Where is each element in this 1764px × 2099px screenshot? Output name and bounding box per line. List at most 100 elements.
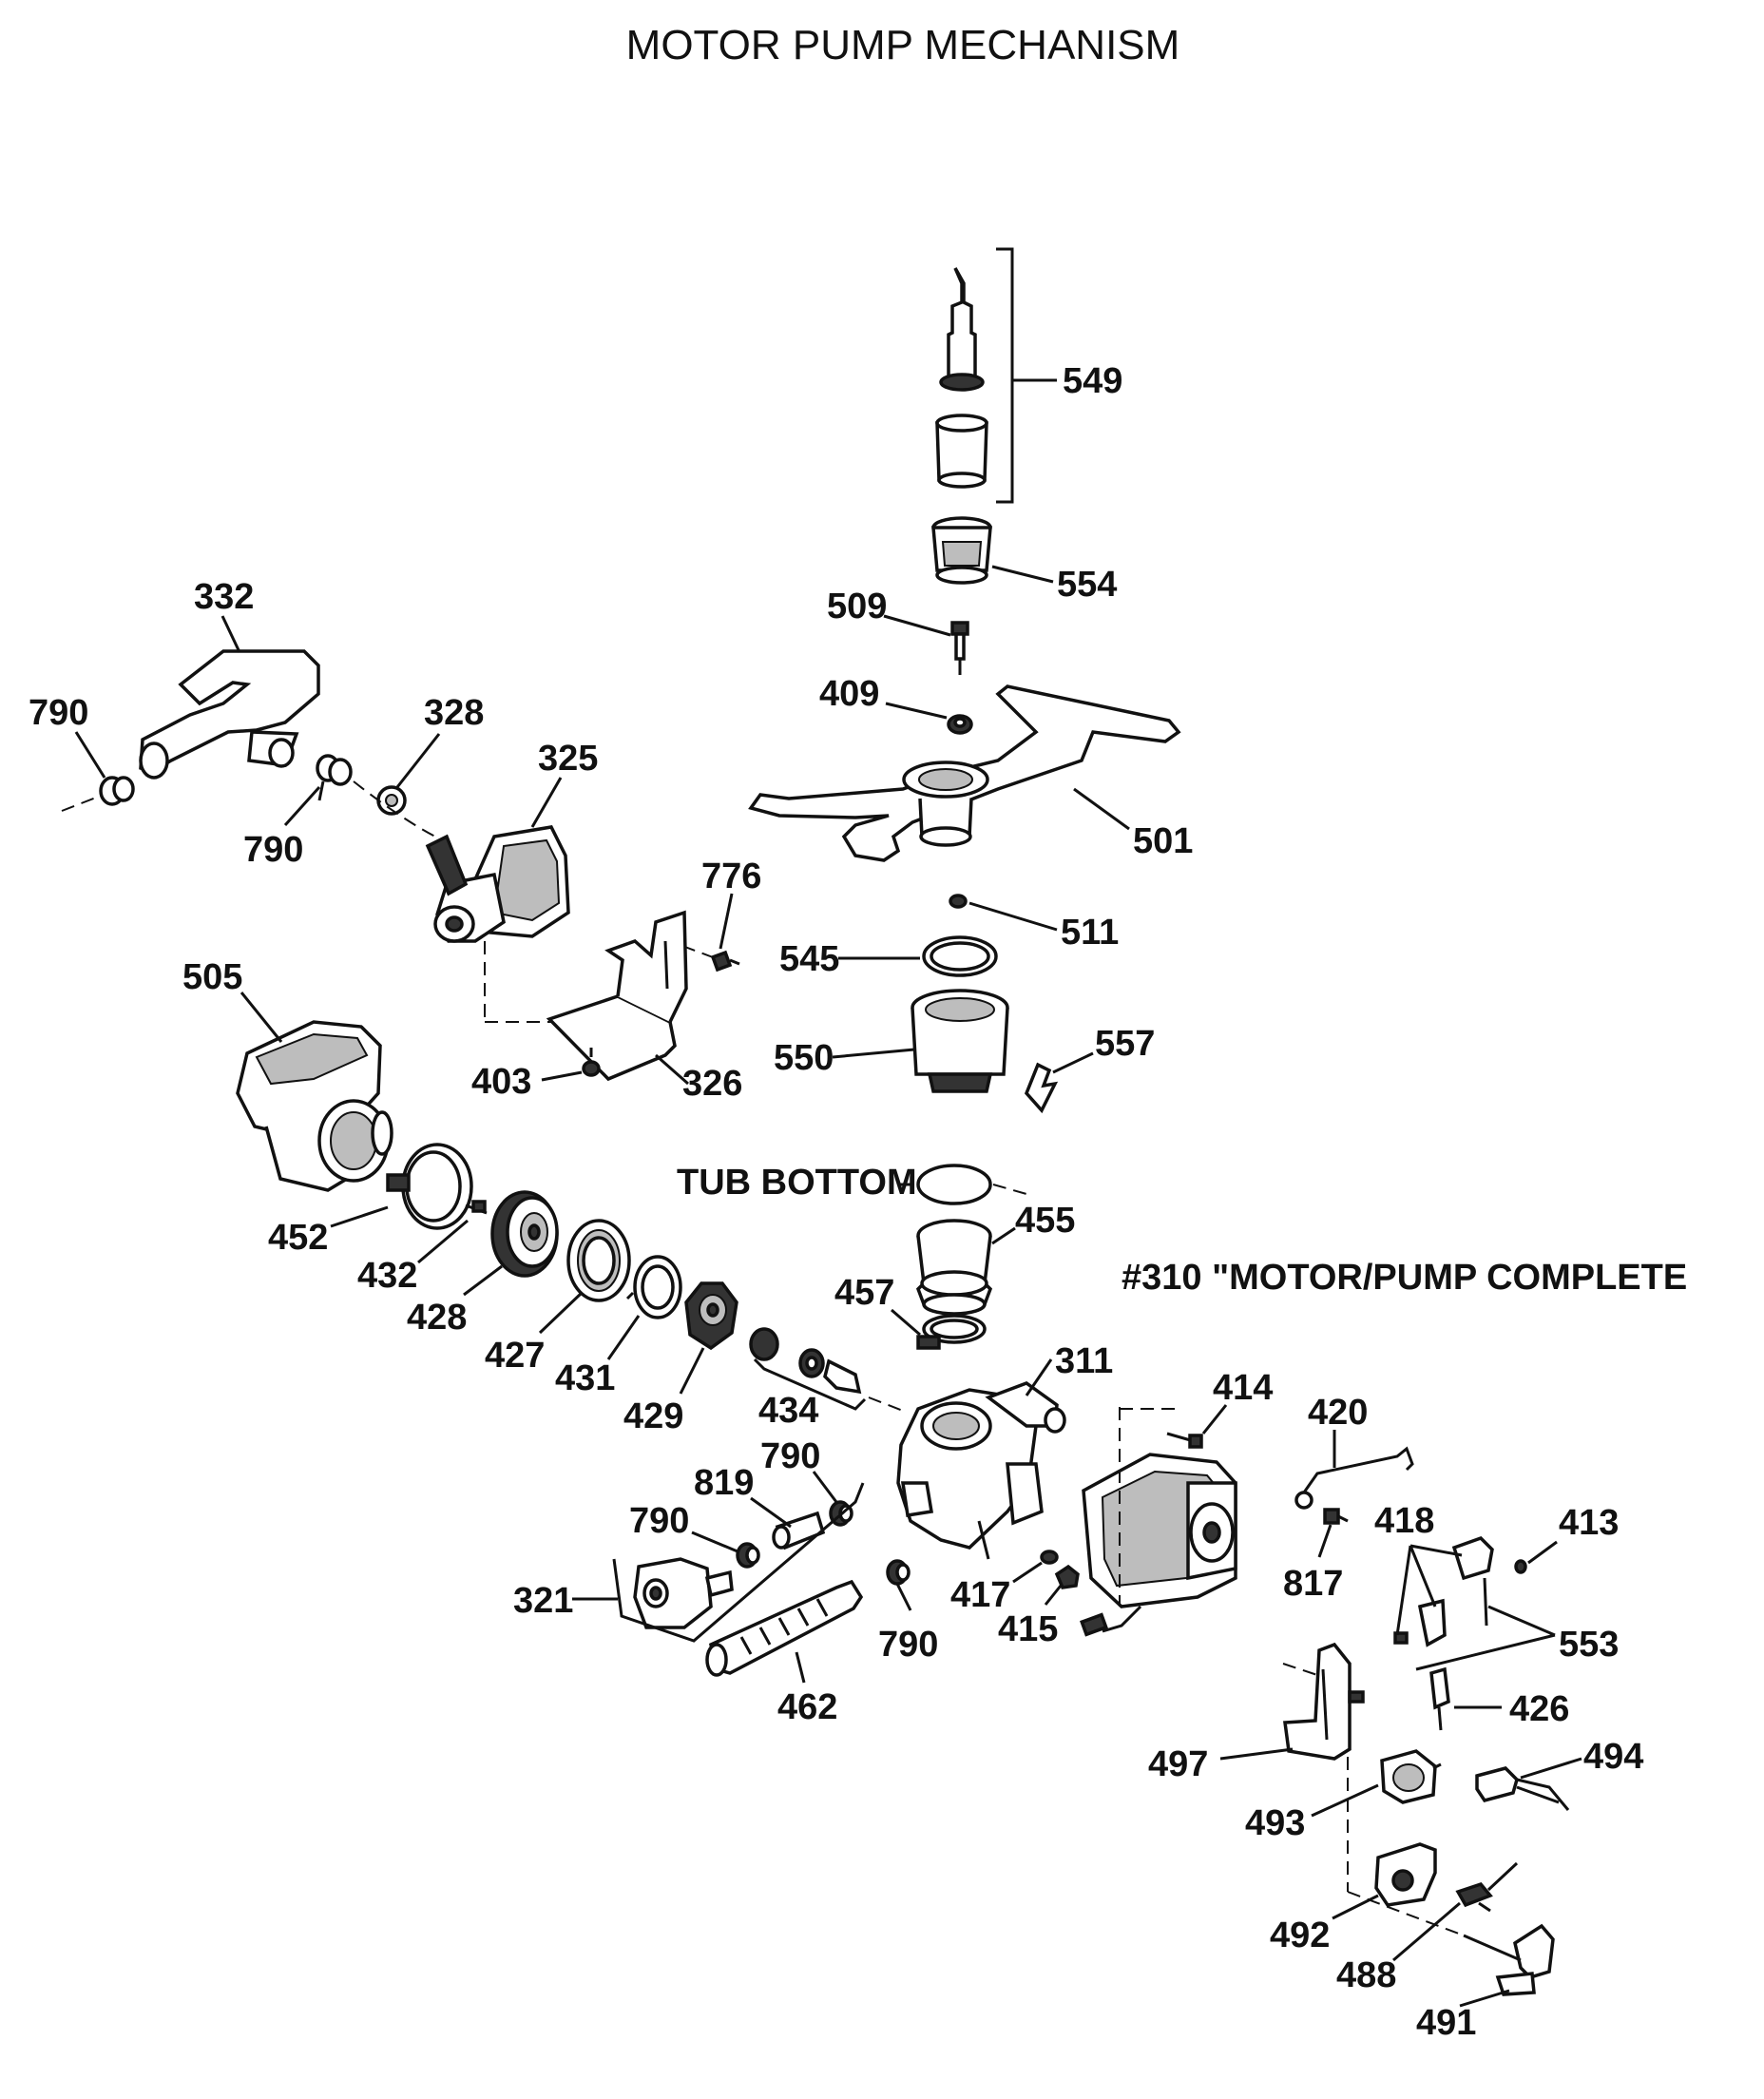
leader-492	[1332, 1894, 1379, 1920]
label-431: 431	[555, 1358, 615, 1398]
label-553: 553	[1559, 1625, 1619, 1665]
diagram-title: MOTOR PUMP MECHANISM	[626, 22, 1180, 68]
label-332: 332	[194, 577, 254, 617]
axis-dash-491	[1463, 1934, 1522, 1962]
label-494: 494	[1583, 1737, 1643, 1777]
part-434-seal-kit	[749, 1327, 862, 1395]
leader-488	[1392, 1901, 1461, 1962]
label-420: 420	[1308, 1393, 1368, 1433]
part-545-ring	[922, 935, 998, 977]
part-511-washer	[949, 894, 968, 909]
part-501-lower-spray-arm	[748, 684, 1181, 862]
leader-554	[991, 565, 1054, 584]
leader-429	[679, 1347, 705, 1395]
leader-427	[538, 1291, 584, 1335]
label-429: 429	[623, 1396, 683, 1436]
part-415-nut	[1054, 1564, 1080, 1589]
part-819-hose	[772, 1511, 826, 1550]
label-790-upper: 790	[760, 1436, 820, 1476]
leader-511	[968, 901, 1058, 932]
axis-dash-434	[868, 1396, 904, 1412]
label-428: 428	[407, 1298, 467, 1338]
part-554-tower-base	[931, 516, 992, 585]
label-511: 511	[1061, 913, 1119, 953]
label-409: 409	[819, 674, 879, 714]
leader-553	[1415, 1605, 1556, 1671]
part-417-washer	[1040, 1550, 1059, 1565]
part-328-grommet	[376, 785, 407, 816]
label-491: 491	[1416, 2003, 1476, 2043]
label-434: 434	[758, 1391, 818, 1431]
label-455: 455	[1015, 1201, 1075, 1241]
leader-550	[832, 1048, 915, 1059]
label-426: 426	[1509, 1689, 1569, 1729]
part-409-nut	[947, 714, 973, 735]
leader-328	[395, 733, 441, 788]
label-776: 776	[701, 857, 761, 896]
part-492-switch-bracket	[1374, 1842, 1437, 1907]
part-509-screw	[950, 621, 969, 675]
leader-817	[1317, 1524, 1333, 1558]
tub-bottom-opening	[916, 1164, 992, 1205]
part-427-gasket	[566, 1219, 631, 1302]
leader-501	[1073, 787, 1130, 831]
part-790-clamp-upper	[829, 1500, 853, 1527]
bracket-549	[996, 247, 1014, 504]
leader-493	[1311, 1783, 1379, 1818]
leader-326	[655, 1053, 689, 1086]
label-427: 427	[485, 1336, 545, 1376]
leader-409	[885, 702, 948, 720]
leader-790-mid	[283, 785, 321, 827]
label-311: 311	[1055, 1341, 1113, 1381]
label-505: 505	[182, 957, 242, 997]
part-311-pump-housing	[896, 1381, 1066, 1560]
label-418: 418	[1374, 1501, 1434, 1541]
part-549-wash-tower	[935, 267, 988, 489]
label-415: 415	[998, 1609, 1058, 1649]
leader-452	[330, 1205, 389, 1228]
leader-418	[1395, 1544, 1463, 1636]
tub-bottom-label: TUB BOTTOM	[677, 1163, 917, 1203]
axis-dash-328	[353, 780, 436, 838]
part-403-screw	[582, 1048, 601, 1077]
label-550: 550	[774, 1038, 834, 1078]
label-325: 325	[538, 739, 598, 779]
part-790-clamp-mid	[316, 754, 353, 801]
part-420-link	[1294, 1446, 1414, 1510]
leader-790-upper	[812, 1471, 838, 1503]
label-414: 414	[1213, 1368, 1273, 1408]
leader-432	[417, 1219, 469, 1264]
part-493-solenoid	[1380, 1749, 1442, 1804]
label-328: 328	[424, 693, 484, 733]
part-414-screw	[1166, 1432, 1203, 1449]
label-488: 488	[1336, 1955, 1396, 1995]
leader-457	[891, 1308, 921, 1337]
part-491-bracket	[1495, 1923, 1555, 1996]
leader-417	[1012, 1561, 1043, 1584]
label-413: 413	[1559, 1503, 1619, 1543]
label-817: 817	[1283, 1564, 1343, 1604]
part-497-bracket	[1283, 1642, 1365, 1761]
axis-dash-left	[61, 795, 102, 812]
leader-428	[463, 1264, 503, 1297]
part-431-plate	[625, 1255, 682, 1319]
label-819: 819	[694, 1463, 754, 1503]
part-790-clamp-lower	[736, 1542, 760, 1569]
part-413-clip	[1514, 1559, 1527, 1574]
leader-790-bottom	[895, 1583, 912, 1611]
part-432-screw	[465, 1200, 488, 1215]
label-790-lower: 790	[629, 1501, 689, 1541]
leader-790-lower	[691, 1531, 738, 1553]
leader-415	[1044, 1585, 1063, 1606]
leader-332	[220, 615, 241, 653]
part-325-drain-solenoid	[425, 825, 570, 943]
label-462: 462	[777, 1687, 837, 1727]
leader-414	[1201, 1404, 1228, 1435]
label-417: 417	[950, 1575, 1010, 1615]
leader-431	[606, 1315, 641, 1360]
part-462-drain-hose	[705, 1579, 864, 1677]
label-554: 554	[1057, 565, 1117, 605]
motor-pump-complete-note: #310 "MOTOR/PUMP COMPLETE	[1122, 1258, 1687, 1298]
label-432: 432	[357, 1256, 417, 1296]
